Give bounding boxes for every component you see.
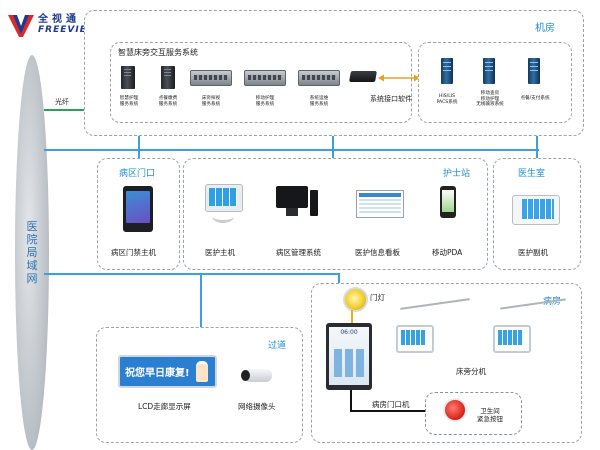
door-screen-time: 06:00	[340, 329, 358, 336]
doctor-device-label: 医护副机	[518, 248, 548, 257]
door-terminal-wire	[350, 390, 352, 412]
fiber-line	[44, 109, 84, 111]
lan-label: 医院局域网	[26, 220, 38, 285]
corridor-device-label: LCD走廊显示屏	[138, 402, 191, 411]
server-label: 系统运维 服务系统	[309, 96, 329, 107]
emergency-button-icon	[443, 398, 467, 422]
server-icon	[121, 66, 135, 89]
server-icon	[483, 58, 495, 84]
interface-software-label: 系统接口软件	[370, 95, 412, 103]
logo-chinese: 全视通	[38, 14, 80, 25]
drop-gate	[138, 135, 140, 159]
nurse-device-label: 医护信息看板	[355, 248, 400, 257]
nurse-device-label: 病区管理系统	[276, 248, 321, 257]
corridor-title: 过道	[268, 341, 287, 351]
nurse-device-label: 移动PDA	[432, 248, 463, 257]
server-label: 点餐缴费 服务系统	[158, 96, 178, 107]
pc-icon	[276, 186, 308, 208]
service-system-title: 智慧床旁交互服务系统	[118, 48, 198, 57]
ward-gate-device-label: 病区门禁主机	[111, 248, 156, 257]
drop-nurse	[332, 135, 334, 159]
rack-server-icon	[244, 70, 286, 86]
lcd-screen-icon: 祝您早日康复!	[118, 355, 217, 388]
bedside-label: 床旁分机	[456, 367, 486, 376]
info-board-icon	[356, 190, 404, 218]
logo-english: FREEVIEW	[38, 25, 98, 35]
ward-gate-title: 病区门口	[119, 169, 156, 179]
nurse-avatar-icon	[196, 361, 208, 382]
fiber-label: 光纤	[55, 98, 69, 106]
server-label: 移动护理 服务系统	[255, 96, 275, 107]
pc-tower	[310, 190, 318, 216]
pc-stand	[286, 208, 298, 216]
door-light-label: 门灯	[370, 293, 385, 302]
sub-host-icon	[512, 195, 560, 225]
door-light-wire	[351, 310, 353, 324]
interface-box-icon	[349, 71, 377, 82]
rack-server-icon	[190, 70, 232, 86]
access-terminal-icon	[123, 186, 153, 232]
logo-mark-icon	[8, 15, 34, 37]
corridor-device-label: 网络摄像头	[238, 402, 276, 411]
door-terminal-label: 病房门口机	[372, 400, 410, 409]
machine-room-title: 机房	[535, 23, 555, 34]
external-label: HIS/LIS PACS系统	[436, 94, 458, 105]
server-icon	[161, 66, 175, 89]
zone-toilet	[425, 392, 522, 435]
banner-text: 祝您早日康复!	[125, 368, 190, 379]
nurse-host-icon	[205, 184, 243, 212]
double-arrow-icon	[378, 74, 420, 82]
door-light-icon	[343, 287, 368, 312]
drop-corridor	[200, 273, 202, 328]
nurse-host-stand	[212, 210, 234, 223]
doctor-office-title: 医生室	[518, 169, 546, 179]
nurse-station-title: 护士站	[443, 169, 471, 179]
nurse-device-label: 医护主机	[205, 248, 235, 257]
door-terminal-icon: 06:00	[326, 323, 372, 390]
pda-icon	[440, 186, 456, 218]
door-terminal-wire	[350, 410, 428, 412]
bus-line-2	[44, 273, 340, 275]
server-icon	[441, 58, 453, 84]
bedside-unit-icon	[396, 325, 434, 353]
server-label: 智慧护理 服务系统	[119, 96, 139, 107]
server-label: 床旁探视 服务系统	[201, 96, 221, 107]
lan-backbone	[15, 55, 49, 450]
drop-doctor	[536, 135, 538, 159]
bus-line-1	[44, 149, 539, 151]
bedside-unit-icon	[493, 325, 531, 353]
rack-server-icon	[298, 70, 340, 86]
toilet-button-label: 卫生间 紧急按钮	[477, 407, 503, 423]
camera-icon	[241, 369, 272, 382]
external-label: 点餐/支付系统	[520, 96, 550, 101]
server-icon	[528, 58, 540, 84]
logo: 全视通 FREEVIEW	[6, 6, 97, 40]
external-label: 移动查房 移动护理 无线输液系统	[476, 91, 504, 108]
